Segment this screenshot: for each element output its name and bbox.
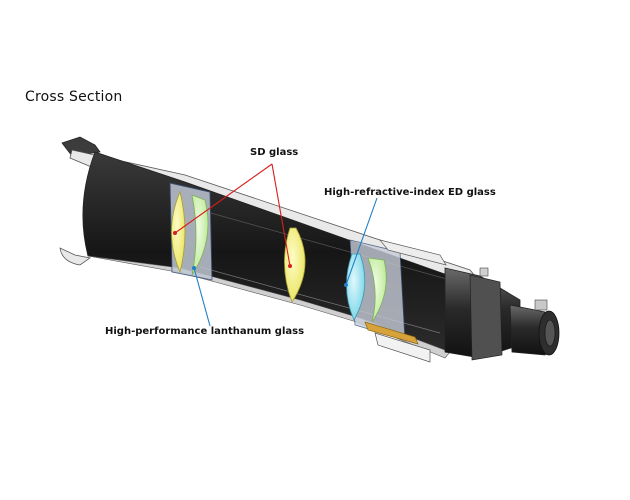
focuser-knob (534, 299, 548, 311)
tube-lower-edge (87, 255, 451, 359)
sd-leader-middle (271, 163, 291, 267)
objective-lens-sd (171, 190, 186, 274)
page-title: Cross Section (25, 89, 123, 105)
lanthanum-leader-dot (192, 266, 196, 270)
sd-leader-dot-middle (288, 264, 292, 268)
label-ed-glass: High-refractive-index ED glass (324, 187, 496, 198)
ed-leader (345, 197, 378, 286)
ed-leader-dot (344, 283, 348, 287)
lanthanum-leader (193, 267, 211, 327)
focuser-screw (479, 267, 489, 277)
front-rim-bottom (59, 247, 91, 266)
middle-lens-sd (284, 227, 306, 303)
eyepiece-bore (544, 319, 556, 347)
label-sd-glass: SD glass (250, 147, 299, 158)
top-mount-fitting (379, 239, 447, 266)
inner-baffle-line (199, 209, 451, 281)
sd-leader-dot-objective (173, 231, 177, 235)
brass-fitting (364, 321, 419, 345)
label-lanthanum-glass: High-performance lanthanum glass (105, 326, 305, 337)
lower-bracket (374, 332, 431, 363)
focuser-ring (469, 274, 503, 361)
rear-lens-green (367, 257, 387, 323)
sd-leader-objective (174, 163, 273, 234)
